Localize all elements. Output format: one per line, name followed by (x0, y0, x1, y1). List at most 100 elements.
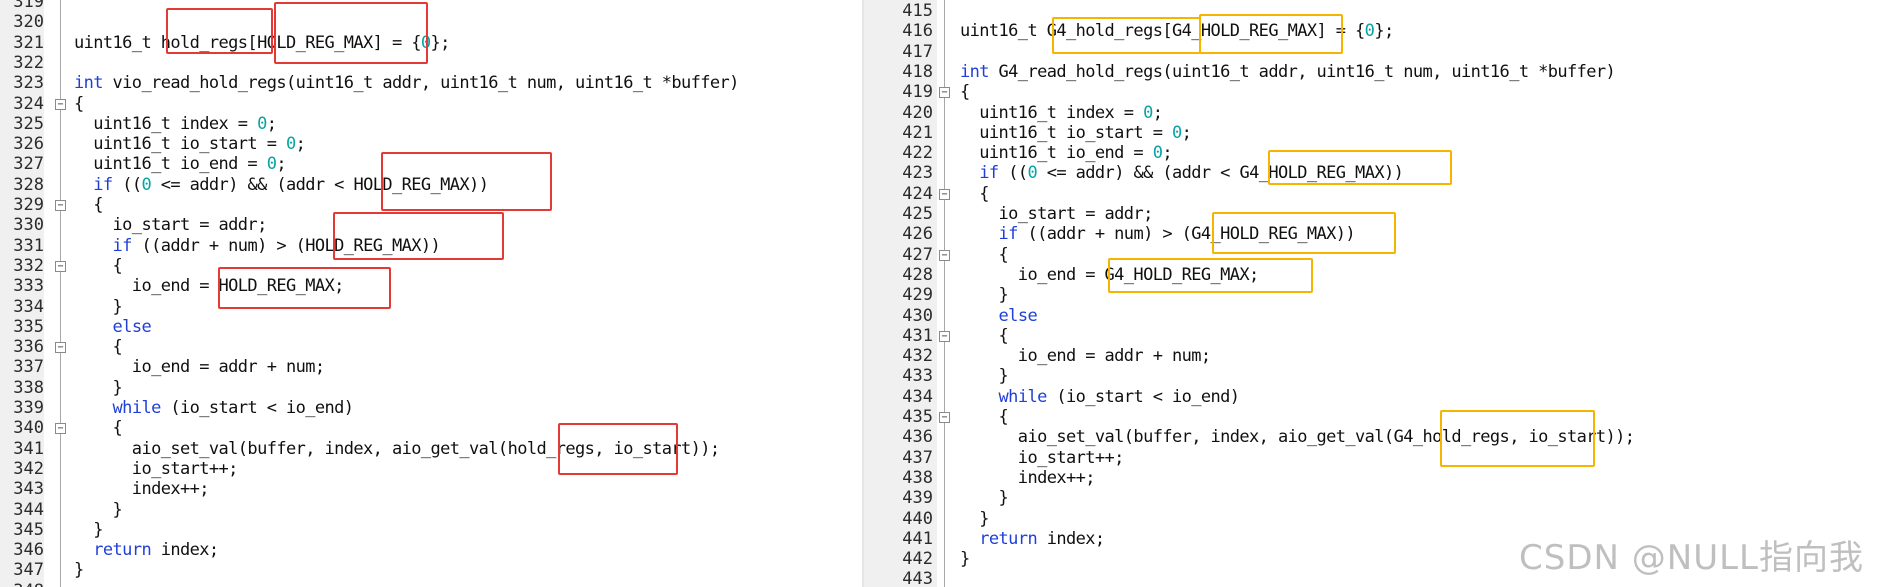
code-line[interactable]: 427− { (864, 245, 1878, 265)
code-line[interactable]: 320 (0, 12, 862, 32)
line-number: 429 (902, 285, 933, 306)
code-line[interactable]: 441 return index; (864, 529, 1878, 549)
code-line[interactable]: 440 } (864, 509, 1878, 529)
code-keyword: if (93, 174, 113, 195)
code-line[interactable]: 437 io_start++; (864, 448, 1878, 468)
code-token: { (960, 244, 1009, 265)
line-number: 428 (902, 264, 933, 285)
fold-minus-icon[interactable]: − (55, 260, 66, 272)
line-number: 340 (13, 418, 44, 439)
code-line[interactable]: 328 if ((0 <= addr) && (addr < HOLD_REG_… (0, 175, 862, 195)
code-text: uint16_t index = 0; (960, 103, 1163, 123)
fold-minus-icon[interactable]: − (939, 412, 950, 423)
code-line[interactable]: 443 (864, 569, 1878, 587)
fold-minus-icon[interactable]: − (55, 423, 66, 435)
code-line[interactable]: 324−{ (0, 94, 862, 114)
code-token (960, 306, 999, 326)
code-token: } (74, 377, 123, 398)
code-line[interactable]: 434 while (io_start < io_end) (864, 387, 1878, 407)
code-line[interactable]: 345 } (0, 520, 862, 540)
right-fold-column (944, 0, 945, 587)
code-line[interactable]: 419−{ (864, 82, 1878, 102)
code-token (960, 224, 999, 244)
code-line[interactable]: 422 uint16_t io_end = 0; (864, 143, 1878, 163)
code-line[interactable]: 329− { (0, 195, 862, 215)
line-number: 322 (13, 52, 44, 73)
code-line[interactable]: 338 } (0, 378, 862, 398)
code-line[interactable]: 325 uint16_t index = 0; (0, 114, 862, 134)
code-line[interactable]: 336− { (0, 337, 862, 357)
code-line[interactable]: 426 if ((addr + num) > (G4_HOLD_REG_MAX)… (864, 224, 1878, 244)
code-line[interactable]: 432 io_end = addr + num; (864, 346, 1878, 366)
code-line[interactable]: 430 else (864, 306, 1878, 326)
fold-minus-icon[interactable]: − (55, 98, 66, 110)
code-line[interactable]: 340− { (0, 418, 862, 438)
fold-minus-icon[interactable]: − (939, 330, 950, 342)
fold-minus-icon[interactable]: − (55, 342, 66, 354)
code-keyword: if (112, 235, 133, 256)
code-line[interactable]: 346 return index; (0, 540, 862, 560)
code-line[interactable]: 439 } (864, 488, 1878, 508)
code-line[interactable]: 326 uint16_t io_start = 0; (0, 134, 862, 154)
code-line[interactable]: 436 aio_set_val(buffer, index, aio_get_v… (864, 427, 1878, 447)
fold-minus-icon[interactable]: − (55, 200, 66, 211)
code-line[interactable]: 331 if ((addr + num) > (HOLD_REG_MAX)) (0, 236, 862, 256)
code-text: } (960, 366, 1009, 386)
line-number: 415 (902, 1, 933, 21)
code-line[interactable]: 424− { (864, 184, 1878, 204)
code-line[interactable]: 417 (864, 42, 1878, 62)
fold-minus-icon[interactable]: − (939, 249, 950, 261)
line-number: 319 (13, 0, 44, 12)
code-token: io_start = addr; (74, 215, 268, 236)
line-number: 438 (902, 467, 933, 488)
code-line[interactable]: 322 (0, 53, 862, 73)
code-line[interactable]: 337 io_end = addr + num; (0, 357, 862, 377)
code-line[interactable]: 433 } (864, 366, 1878, 386)
code-line[interactable]: 348 (0, 581, 862, 587)
code-line[interactable]: 330 io_start = addr; (0, 215, 862, 235)
code-line[interactable]: 425 io_start = addr; (864, 204, 1878, 224)
code-line[interactable]: 423 if ((0 <= addr) && (addr < G4_HOLD_R… (864, 163, 1878, 183)
code-token: } (74, 499, 123, 520)
code-token (74, 540, 93, 560)
code-line[interactable]: 334 } (0, 297, 862, 317)
code-line[interactable]: 343 index++; (0, 479, 862, 499)
line-number: 338 (13, 377, 44, 398)
fold-minus-icon[interactable]: − (939, 188, 950, 200)
code-line[interactable]: 421 uint16_t io_start = 0; (864, 123, 1878, 143)
code-line[interactable]: 344 } (0, 500, 862, 520)
code-line[interactable]: 342 io_start++; (0, 459, 862, 479)
code-line[interactable]: 431− { (864, 326, 1878, 346)
code-number: 0 (1152, 143, 1163, 164)
code-line[interactable]: 341 aio_set_val(buffer, index, aio_get_v… (0, 439, 862, 459)
code-text: if ((0 <= addr) && (addr < G4_HOLD_REG_M… (960, 163, 1404, 183)
code-line[interactable]: 327 uint16_t io_end = 0; (0, 154, 862, 174)
pane-divider (862, 0, 864, 587)
code-line[interactable]: 347} (0, 560, 862, 580)
code-line[interactable]: 415 (864, 1, 1878, 21)
code-text: uint16_t io_end = 0; (74, 154, 286, 174)
code-line[interactable]: 333 io_end = HOLD_REG_MAX; (0, 276, 862, 296)
code-line[interactable]: 435− { (864, 407, 1878, 427)
code-line[interactable]: 319 (0, 0, 862, 12)
line-number: 419 (902, 82, 933, 103)
code-line[interactable]: 428 io_end = G4_HOLD_REG_MAX; (864, 265, 1878, 285)
line-number: 320 (13, 12, 44, 33)
line-number: 422 (902, 143, 933, 164)
code-line[interactable]: 438 index++; (864, 468, 1878, 488)
code-line[interactable]: 442} (864, 549, 1878, 569)
fold-minus-icon[interactable]: − (939, 87, 950, 99)
code-line[interactable]: 332− { (0, 256, 862, 276)
code-line[interactable]: 335 else (0, 317, 862, 337)
code-line[interactable]: 420 uint16_t index = 0; (864, 103, 1878, 123)
code-line[interactable]: 339 while (io_start < io_end) (0, 398, 862, 418)
code-line[interactable]: 429 } (864, 285, 1878, 305)
code-text: } (74, 377, 123, 398)
code-text: return index; (960, 529, 1105, 549)
